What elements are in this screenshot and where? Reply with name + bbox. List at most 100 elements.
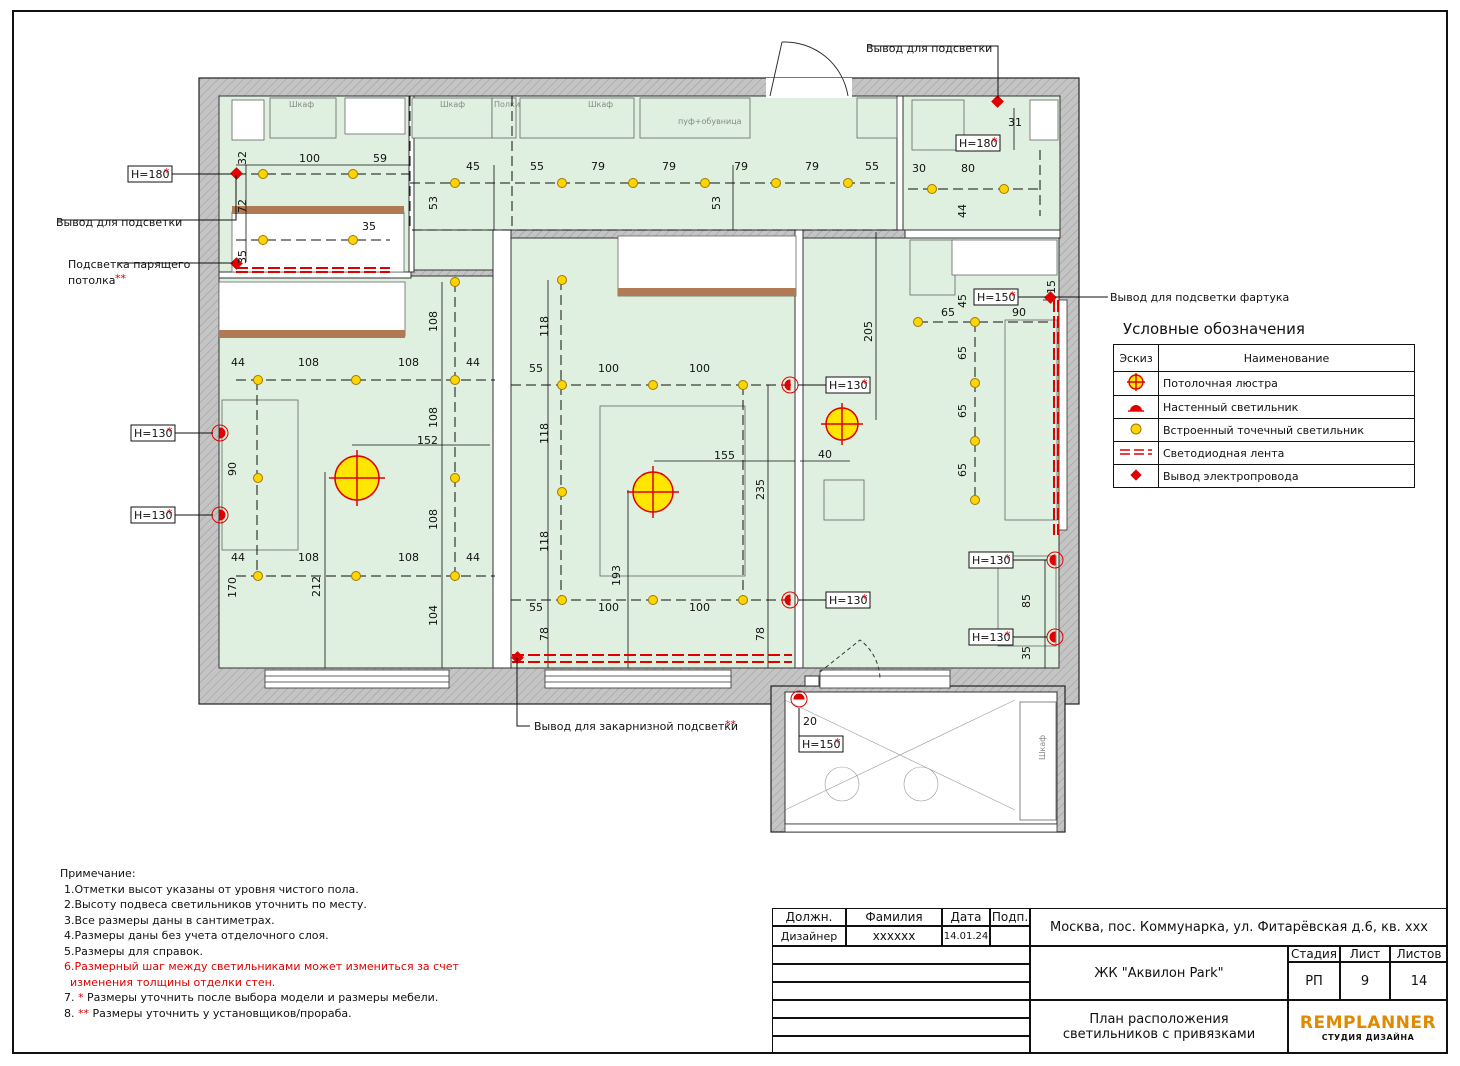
height-tag: H=130* <box>825 591 871 609</box>
recessed-spotlight <box>557 178 567 188</box>
stamp-stage: РП <box>1288 962 1340 1000</box>
svg-text:118: 118 <box>538 531 551 552</box>
wardrobe-label: Шкаф <box>1038 735 1047 760</box>
svg-text:79: 79 <box>591 160 605 173</box>
recessed-spotlight <box>927 184 937 194</box>
height-tag: H=130* <box>968 551 1014 569</box>
note: 4.Размеры даны без учета отделочного сло… <box>64 929 329 942</box>
stamp-complex: ЖК "Аквилон Park" <box>1030 946 1288 1000</box>
svg-text:108: 108 <box>427 407 440 428</box>
svg-text:35: 35 <box>236 250 249 264</box>
stamp-position: Дизайнер <box>772 926 846 946</box>
stamp-row <box>772 1018 1030 1036</box>
svg-text:65: 65 <box>956 463 969 477</box>
recessed-spotlight <box>253 571 263 581</box>
svg-text:155: 155 <box>714 449 735 462</box>
wardrobe-label: Шкаф <box>289 100 314 109</box>
note-warning: 6.Размерный шаг между светильниками може… <box>64 960 459 973</box>
svg-text:30: 30 <box>912 162 926 175</box>
svg-text:53: 53 <box>427 196 440 210</box>
ceiling-chandelier <box>627 466 679 518</box>
stamp-row <box>772 1000 1030 1018</box>
sheet-title-line: План расположения <box>1089 1012 1229 1027</box>
svg-text:H=130: H=130 <box>972 554 1010 567</box>
svg-text:78: 78 <box>538 627 551 641</box>
notes-title: Примечание: <box>60 867 136 880</box>
wall-light <box>1046 628 1064 646</box>
note: 7. * Размеры уточнить после выбора модел… <box>64 991 439 1004</box>
legend-label: Вывод электропровода <box>1158 464 1415 488</box>
svg-text:79: 79 <box>805 160 819 173</box>
wardrobe-label: Шкаф <box>588 100 613 109</box>
svg-text:65: 65 <box>956 346 969 360</box>
recessed-spotlight <box>258 169 268 179</box>
height-tag: H=150* <box>973 288 1019 306</box>
svg-text:118: 118 <box>538 316 551 337</box>
windows <box>264 299 1068 833</box>
wall-light <box>781 591 799 609</box>
height-tag: H=180* <box>127 165 173 183</box>
height-tags: H=180* H=180* H=150* H=130* H=130* H=130… <box>127 134 1019 753</box>
partitions <box>218 95 1061 669</box>
logo-subtitle: СТУДИЯ ДИЗАЙНА <box>1321 1032 1415 1042</box>
stamp-header-date: Дата <box>942 908 990 926</box>
svg-text:90: 90 <box>226 462 239 476</box>
ceiling-chandelier <box>329 450 385 506</box>
svg-text:108: 108 <box>398 356 419 369</box>
svg-text:90: 90 <box>1012 306 1026 319</box>
note: 1.Отметки высот указаны от уровня чистог… <box>64 882 359 896</box>
legend-col-symbol: Эскиз <box>1113 344 1159 372</box>
svg-text:40: 40 <box>818 448 832 461</box>
svg-text:170: 170 <box>226 577 239 598</box>
wire-outlet-icon <box>1113 464 1159 488</box>
svg-text:*: * <box>1005 552 1011 565</box>
recessed-spotlight <box>557 275 567 285</box>
callout-stars: ** <box>725 718 737 731</box>
led-strip-icon <box>1113 441 1159 465</box>
stamp-sheet: 9 <box>1340 962 1390 1000</box>
svg-text:65: 65 <box>956 404 969 418</box>
recessed-spotlight <box>351 571 361 581</box>
measure-lines <box>236 108 1055 668</box>
recessed-spotlight <box>450 571 460 581</box>
recessed-spotlight <box>557 595 567 605</box>
svg-text:H=130: H=130 <box>134 427 172 440</box>
legend: Условные обозначения Эскиз Наименование … <box>1113 320 1415 488</box>
svg-text:100: 100 <box>598 601 619 614</box>
svg-text:31: 31 <box>1008 116 1022 129</box>
recessed-spotlight <box>843 178 853 188</box>
svg-text:55: 55 <box>865 160 879 173</box>
entry-door <box>766 41 881 687</box>
recessed-spotlight <box>348 235 358 245</box>
svg-text:32: 32 <box>236 151 249 165</box>
legend-label: Потолочная люстра <box>1158 371 1415 396</box>
legend-col-name: Наименование <box>1158 344 1415 372</box>
svg-text:35: 35 <box>362 220 376 233</box>
note: 8. ** Размеры уточнить у установщиков/пр… <box>64 1006 352 1020</box>
svg-text:*: * <box>167 507 173 520</box>
pouf-label: пуф+обувница <box>678 117 742 126</box>
recessed-spotlight <box>450 178 460 188</box>
svg-text:H=130: H=130 <box>134 509 172 522</box>
recessed-spotlight <box>628 178 638 188</box>
wire-outlet <box>230 167 243 180</box>
stamp-row <box>772 964 1030 982</box>
recessed-spotlight <box>450 375 460 385</box>
svg-text:100: 100 <box>299 152 320 165</box>
stamp-surname: xxxxxx <box>846 926 942 946</box>
logo-text: REMPLANNER <box>1299 1012 1437 1033</box>
svg-text:15: 15 <box>1045 280 1058 294</box>
svg-text:65: 65 <box>941 306 955 319</box>
svg-text:78: 78 <box>754 627 767 641</box>
recessed-spotlight <box>700 178 710 188</box>
notes: Примечание: 1.Отметки высот указаны от у… <box>60 866 459 1021</box>
recessed-spotlight <box>738 595 748 605</box>
height-tag: H=130* <box>130 424 176 442</box>
svg-text:59: 59 <box>373 152 387 165</box>
recessed-spotlight <box>348 169 358 179</box>
svg-text:152: 152 <box>417 434 438 447</box>
stamp-header-position: Должн. <box>772 908 846 926</box>
recessed-spotlight <box>771 178 781 188</box>
svg-text:45: 45 <box>466 160 480 173</box>
height-tag: H=130* <box>130 506 176 524</box>
